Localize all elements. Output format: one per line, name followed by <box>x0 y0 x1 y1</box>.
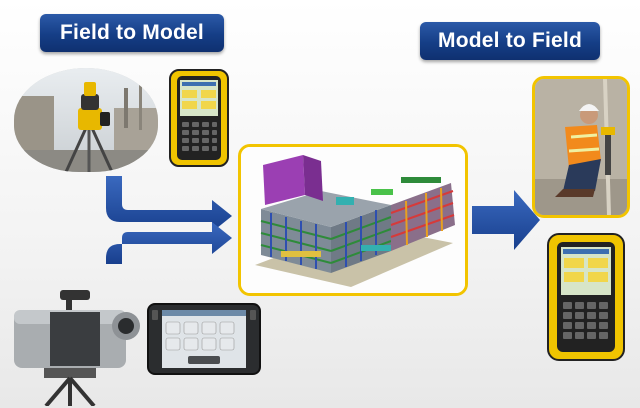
handheld-controller-right <box>546 232 626 362</box>
bim-model-image <box>238 144 468 296</box>
upper-flow-arrow <box>106 176 232 232</box>
laser-scanner-image <box>10 286 144 406</box>
rugged-tablet-image <box>146 302 262 376</box>
handheld-controller-top <box>168 68 230 168</box>
field-to-model-label: Field to Model <box>40 14 224 52</box>
right-flow-arrow <box>472 190 540 250</box>
lower-flow-arrow <box>106 222 232 264</box>
model-to-field-label: Model to Field <box>420 22 600 60</box>
total-station-photo <box>14 68 158 172</box>
field-worker-photo <box>532 76 630 218</box>
